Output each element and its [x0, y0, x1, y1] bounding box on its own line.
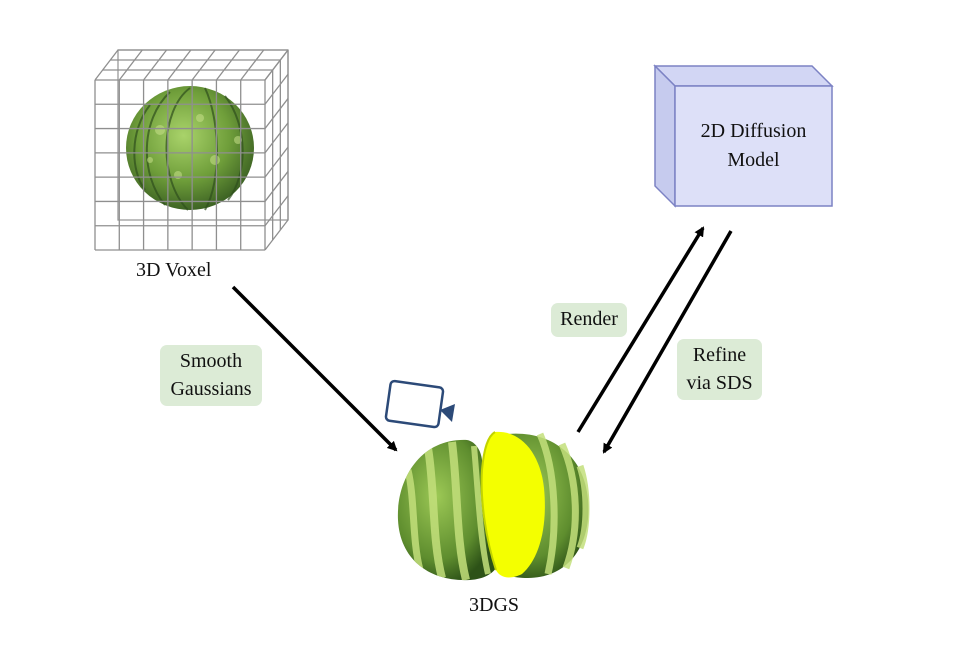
camera-icon: [384, 379, 455, 429]
arrow-render: [576, 226, 705, 433]
refine-sds-tag: Refine via SDS: [677, 339, 762, 400]
arrow-voxel-to-3dgs: [231, 285, 398, 452]
voxel-grid-icon: [94, 49, 289, 251]
refine-line2: via SDS: [686, 372, 753, 394]
diffusion-model-label: 2D Diffusion Model: [675, 117, 832, 175]
render-tag: Render: [551, 303, 627, 337]
3dgs-label: 3DGS: [469, 594, 520, 616]
refine-line1: Refine: [692, 344, 747, 366]
voxel-label: 3D Voxel: [136, 259, 212, 281]
arrow-refine: [602, 230, 733, 454]
diffusion-model-line1: 2D Diffusion: [700, 120, 807, 142]
smooth-gaussians-line1: Smooth: [179, 350, 243, 372]
render-label: Render: [560, 308, 618, 330]
watermelon-icon: [397, 431, 590, 581]
diffusion-model-box: [653, 64, 834, 208]
diffusion-model-line2: Model: [727, 149, 780, 171]
smooth-gaussians-tag: Smooth Gaussians: [160, 345, 262, 406]
smooth-gaussians-line2: Gaussians: [170, 378, 252, 400]
